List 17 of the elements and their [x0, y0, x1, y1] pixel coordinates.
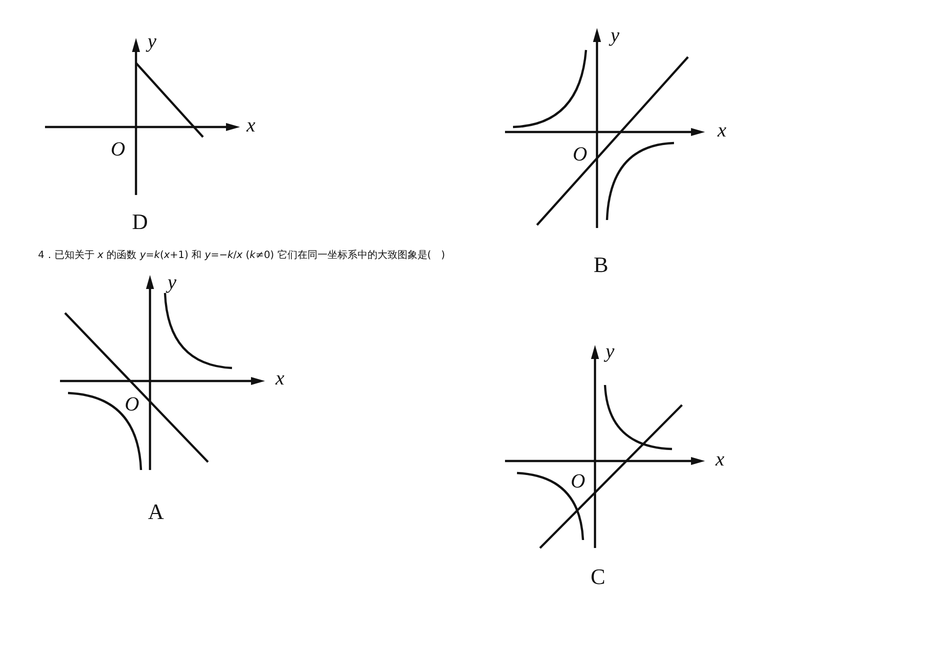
x-axis-label: x — [716, 448, 724, 472]
option-label: B — [594, 252, 608, 278]
option-label: C — [590, 564, 606, 590]
origin-label: O — [124, 394, 140, 416]
y-axis-label: y — [148, 30, 156, 54]
origin-label: O — [572, 144, 588, 166]
x-axis-label: x — [718, 120, 726, 142]
y-axis-label: y — [606, 340, 614, 364]
option-label: A — [148, 499, 164, 525]
x-axis-label: x — [276, 368, 284, 390]
y-axis-label: y — [610, 24, 620, 48]
y-axis-label: y — [168, 272, 176, 294]
question-text: 4．已知关于 x 的函数 y=k(x+1) 和 y=−k/x (k≠0) 它们在同一坐标系中的大致图象是( ) — [38, 248, 446, 262]
option-label: D — [132, 209, 148, 235]
origin-label: O — [570, 470, 586, 494]
x-axis-label: x — [246, 114, 256, 138]
origin-label: O — [110, 138, 126, 162]
